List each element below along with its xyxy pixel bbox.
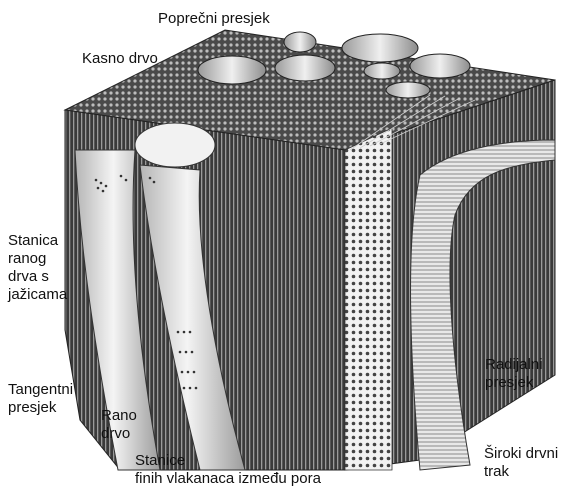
fiber-stripe	[345, 128, 392, 470]
label-tangentni-presjek: Tangentni presjek	[8, 381, 73, 417]
vessel-top-3	[342, 34, 418, 62]
label-siroki-drvni-trak: Široki drvni trak	[484, 445, 558, 481]
vessel-top-5	[410, 54, 470, 78]
label-radijalni-presjek: Radijalni presjek	[485, 356, 543, 392]
vessel-top-1	[198, 56, 266, 84]
vessel-top-6	[386, 82, 430, 98]
vessel-top-4	[364, 63, 400, 79]
label-rano-drvo: Rano drvo	[101, 407, 137, 443]
vessel-opening	[135, 123, 215, 167]
vessel-top-2	[275, 55, 335, 81]
label-kasno-drvo: Kasno drvo	[82, 50, 158, 68]
label-stanica-ranog-drva: Stanica ranog drva s jažicama	[8, 232, 67, 304]
label-stanice-vlakanaca: Stanice finih vlakanaca između pora	[135, 452, 321, 487]
vessel-top-7	[284, 32, 316, 52]
label-poprecni-presjek: Poprečni presjek	[158, 10, 270, 28]
